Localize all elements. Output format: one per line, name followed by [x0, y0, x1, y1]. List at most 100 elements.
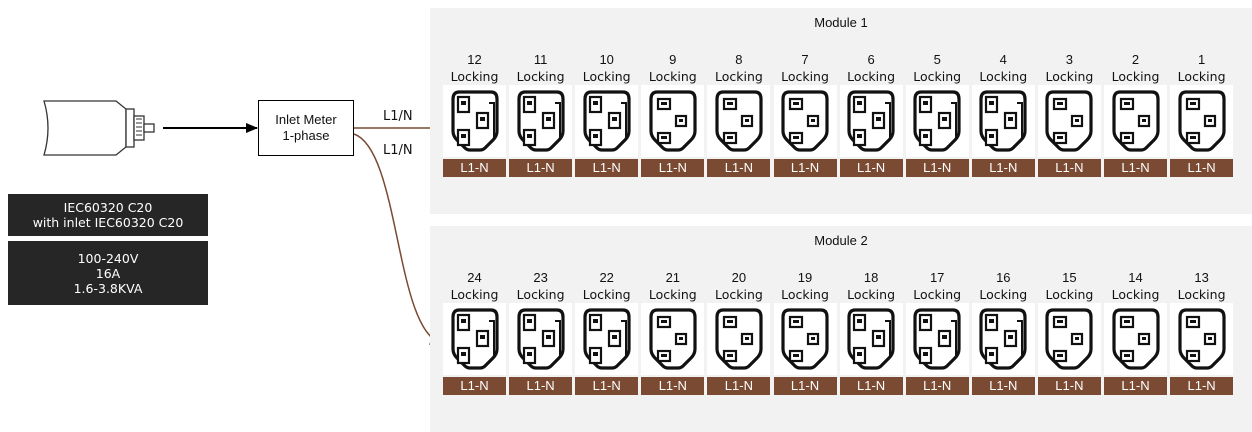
- outlet-circuit-label: L1-N: [707, 377, 771, 395]
- outlet-type: Locking: [648, 69, 697, 84]
- outlet-type: Locking: [1045, 287, 1094, 302]
- outlet-type: Locking: [582, 69, 631, 84]
- outlet-number: 23: [533, 270, 548, 285]
- c13-socket-icon: [1170, 85, 1234, 157]
- outlet-type: Locking: [1111, 287, 1160, 302]
- outlet-type: Locking: [847, 287, 896, 302]
- outlet-type: Locking: [979, 69, 1028, 84]
- inlet-current: 16A: [95, 265, 121, 281]
- c19-socket-icon: [971, 85, 1035, 157]
- outlet-type: Locking: [1111, 69, 1160, 84]
- c13-socket-icon: [641, 85, 705, 157]
- outlet-number: 14: [1128, 270, 1143, 285]
- outlet-number: 4: [999, 52, 1007, 67]
- outlet-type: Locking: [1045, 69, 1094, 84]
- module-title: Module 2: [814, 233, 868, 248]
- outlet-circuit-label: L1-N: [839, 377, 903, 395]
- c19-socket-icon: [509, 85, 573, 157]
- outlet-number: 13: [1194, 270, 1209, 285]
- inlet-connector-spec: IEC60320 C20 with inlet IEC60320 C20: [8, 194, 208, 236]
- c13-socket-icon: [1104, 303, 1167, 375]
- outlet-circuit-label: L1-N: [707, 159, 771, 177]
- outlet-circuit-label: L1-N: [1170, 159, 1234, 177]
- outlet-type: Locking: [648, 287, 697, 302]
- outlet-type: Locking: [1177, 69, 1226, 84]
- c13-socket-icon: [773, 85, 837, 157]
- outlet-circuit-label: L1-N: [1170, 377, 1234, 395]
- inlet-meter-box: Inlet Meter 1-phase: [258, 100, 354, 156]
- outlet-type: Locking: [714, 287, 763, 302]
- outlet-number: 16: [996, 270, 1011, 285]
- c19-socket-icon: [839, 303, 903, 375]
- outlet-circuit-label: L1-N: [773, 159, 837, 177]
- c13-socket-icon: [1037, 303, 1101, 375]
- outlet-circuit-label: L1-N: [575, 159, 639, 177]
- outlet-number: 8: [735, 52, 743, 67]
- outlet-circuit-label: L1-N: [641, 159, 705, 177]
- outlet-circuit-label: L1-N: [443, 377, 506, 395]
- c19-socket-icon: [443, 303, 506, 375]
- outlet-type: Locking: [781, 287, 829, 302]
- outlet-circuit-label: L1-N: [509, 377, 573, 395]
- c19-socket-icon: [905, 85, 969, 157]
- outlet-type: Locking: [847, 69, 896, 84]
- link-label-module-2: L1/N: [383, 143, 413, 158]
- c19-socket-icon: [575, 85, 639, 157]
- outlet-type: Locking: [979, 287, 1028, 302]
- meter-to-module-2-wire: [353, 133, 442, 345]
- outlet-number: 1: [1197, 52, 1206, 67]
- outlet-number: 6: [867, 52, 875, 67]
- inlet-voltage: 100-240V: [77, 250, 139, 266]
- outlet-circuit-label: L1-N: [971, 377, 1035, 395]
- outlet-number: 22: [599, 270, 614, 285]
- outlet-circuit-label: L1-N: [1037, 159, 1101, 177]
- c13-socket-icon: [707, 303, 771, 375]
- outlet-number: 15: [1062, 270, 1077, 285]
- outlet-circuit-label: L1-N: [773, 377, 837, 395]
- outlet-type: Locking: [450, 69, 499, 84]
- inlet-connector-line: with inlet IEC60320 C20: [32, 215, 184, 230]
- outlet-number: 19: [797, 270, 813, 285]
- outlet-circuit-label: L1-N: [905, 159, 969, 177]
- outlet-circuit-label: L1-N: [443, 159, 506, 177]
- c19-socket-icon: [575, 303, 639, 375]
- c13-socket-icon: [773, 303, 837, 375]
- outlet-number: 20: [731, 270, 747, 285]
- outlet-type: Locking: [516, 69, 565, 84]
- outlet-number: 3: [1065, 52, 1073, 67]
- c13-socket-icon: [641, 303, 705, 375]
- outlet-number: 2: [1131, 52, 1140, 67]
- outlet-type: Locking: [781, 69, 829, 84]
- outlet-number: 17: [929, 270, 945, 285]
- c19-socket-icon: [905, 303, 969, 375]
- meter-phase: 1-phase: [282, 128, 330, 143]
- c13-socket-icon: [1170, 303, 1234, 375]
- outlet-number: 12: [467, 52, 482, 67]
- c13-socket-icon: [707, 85, 771, 157]
- outlet-type: Locking: [450, 287, 499, 302]
- c19-socket-icon: [839, 85, 903, 157]
- inlet-power: 1.6-3.8KVA: [73, 280, 143, 296]
- inlet-connector-line: IEC60320 C20: [63, 200, 153, 215]
- outlet-type: Locking: [913, 69, 962, 84]
- meter-title: Inlet Meter: [275, 112, 337, 127]
